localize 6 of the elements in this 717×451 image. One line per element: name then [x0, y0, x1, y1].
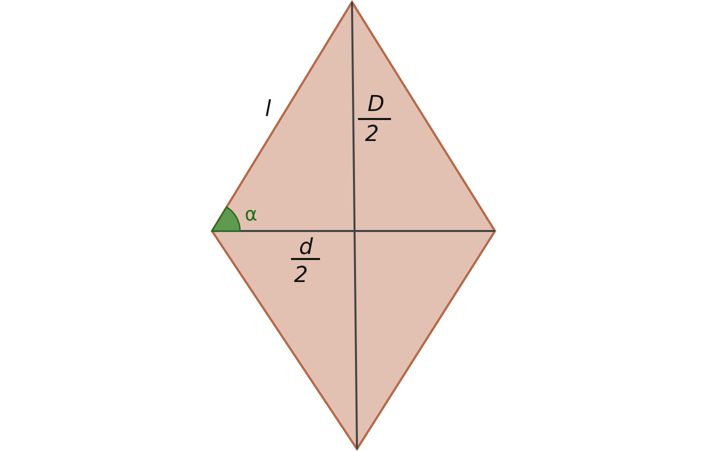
- fraction-numerator: D: [368, 94, 384, 116]
- fraction-numerator: d: [299, 237, 313, 259]
- side-label: l: [264, 99, 272, 121]
- fraction-denominator: 2: [365, 124, 379, 146]
- fraction-denominator: 2: [294, 265, 308, 287]
- angle-label: α: [244, 206, 258, 224]
